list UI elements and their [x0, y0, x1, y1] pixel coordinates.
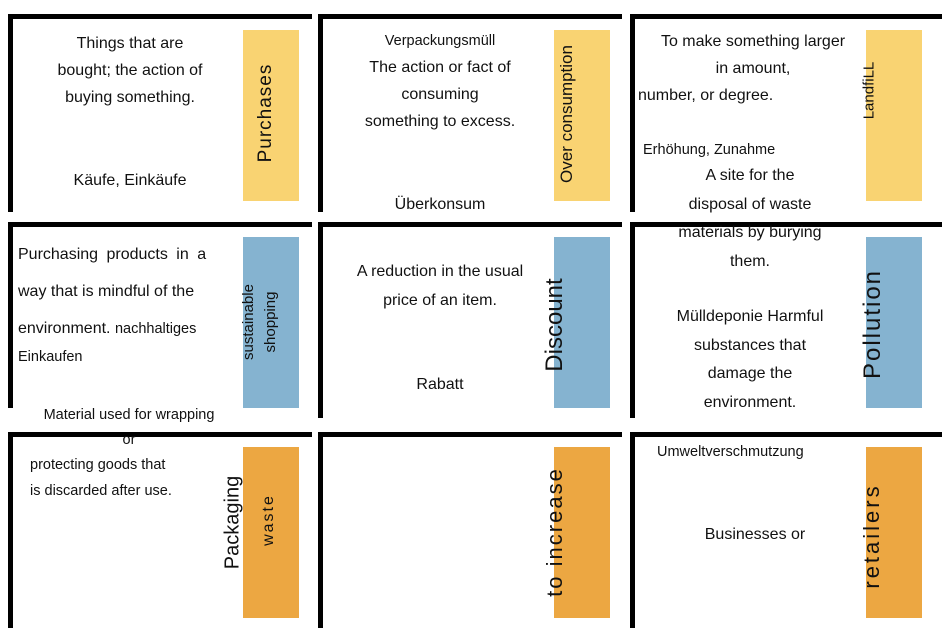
- term-bar: [554, 447, 610, 618]
- card-packaging-waste: [8, 432, 312, 628]
- german-translation: Mülldeponie: [676, 308, 763, 325]
- definition: or: [122, 432, 136, 448]
- term-label: Over consumption: [557, 45, 576, 183]
- term-bar: [554, 237, 610, 408]
- definition: Material used for wrapping: [18, 402, 240, 429]
- german-translation: Erhöhung, Zunahme: [643, 142, 776, 158]
- card-to-increase: [318, 432, 622, 628]
- german-translation: Einkaufen: [18, 349, 83, 365]
- german-translation: Rabatt: [416, 376, 464, 393]
- term-bar: [243, 30, 299, 201]
- term-label: Packaging: [221, 475, 244, 570]
- term-bar: [866, 237, 922, 408]
- term-bar: [243, 447, 299, 618]
- card-sustainable-shopping: [8, 222, 312, 408]
- german-translation: nachhaltiges: [114, 321, 197, 337]
- term-label: Pollution: [859, 268, 886, 380]
- card-purchases: [8, 14, 312, 212]
- german-translation: Käufe, Einkäufe: [73, 172, 187, 189]
- term-bar: [866, 30, 922, 201]
- term-line: shopping: [262, 291, 279, 353]
- card-pollution: [630, 222, 942, 418]
- german-translation: Umweltverschmutzung: [657, 444, 804, 460]
- card-over-consumption: [318, 14, 622, 212]
- term-label: Purchases: [255, 63, 276, 163]
- card-discount: [318, 222, 622, 418]
- card-retailers: [630, 432, 942, 628]
- definition: Businesses or: [704, 526, 806, 543]
- term-label: sustainable shopping: [238, 262, 282, 382]
- term-label: waste: [260, 494, 277, 546]
- german-translation: Verpackungsmüll: [384, 33, 496, 49]
- term-label: to increase: [542, 467, 567, 597]
- term-label: retailers: [859, 483, 884, 589]
- card-landfill: [630, 14, 942, 212]
- term-bar: [243, 237, 299, 408]
- german-translation: Überkonsum: [394, 196, 486, 213]
- term-line: sustainable: [240, 284, 257, 360]
- term-bar: [554, 30, 610, 201]
- term-bar: [866, 447, 922, 618]
